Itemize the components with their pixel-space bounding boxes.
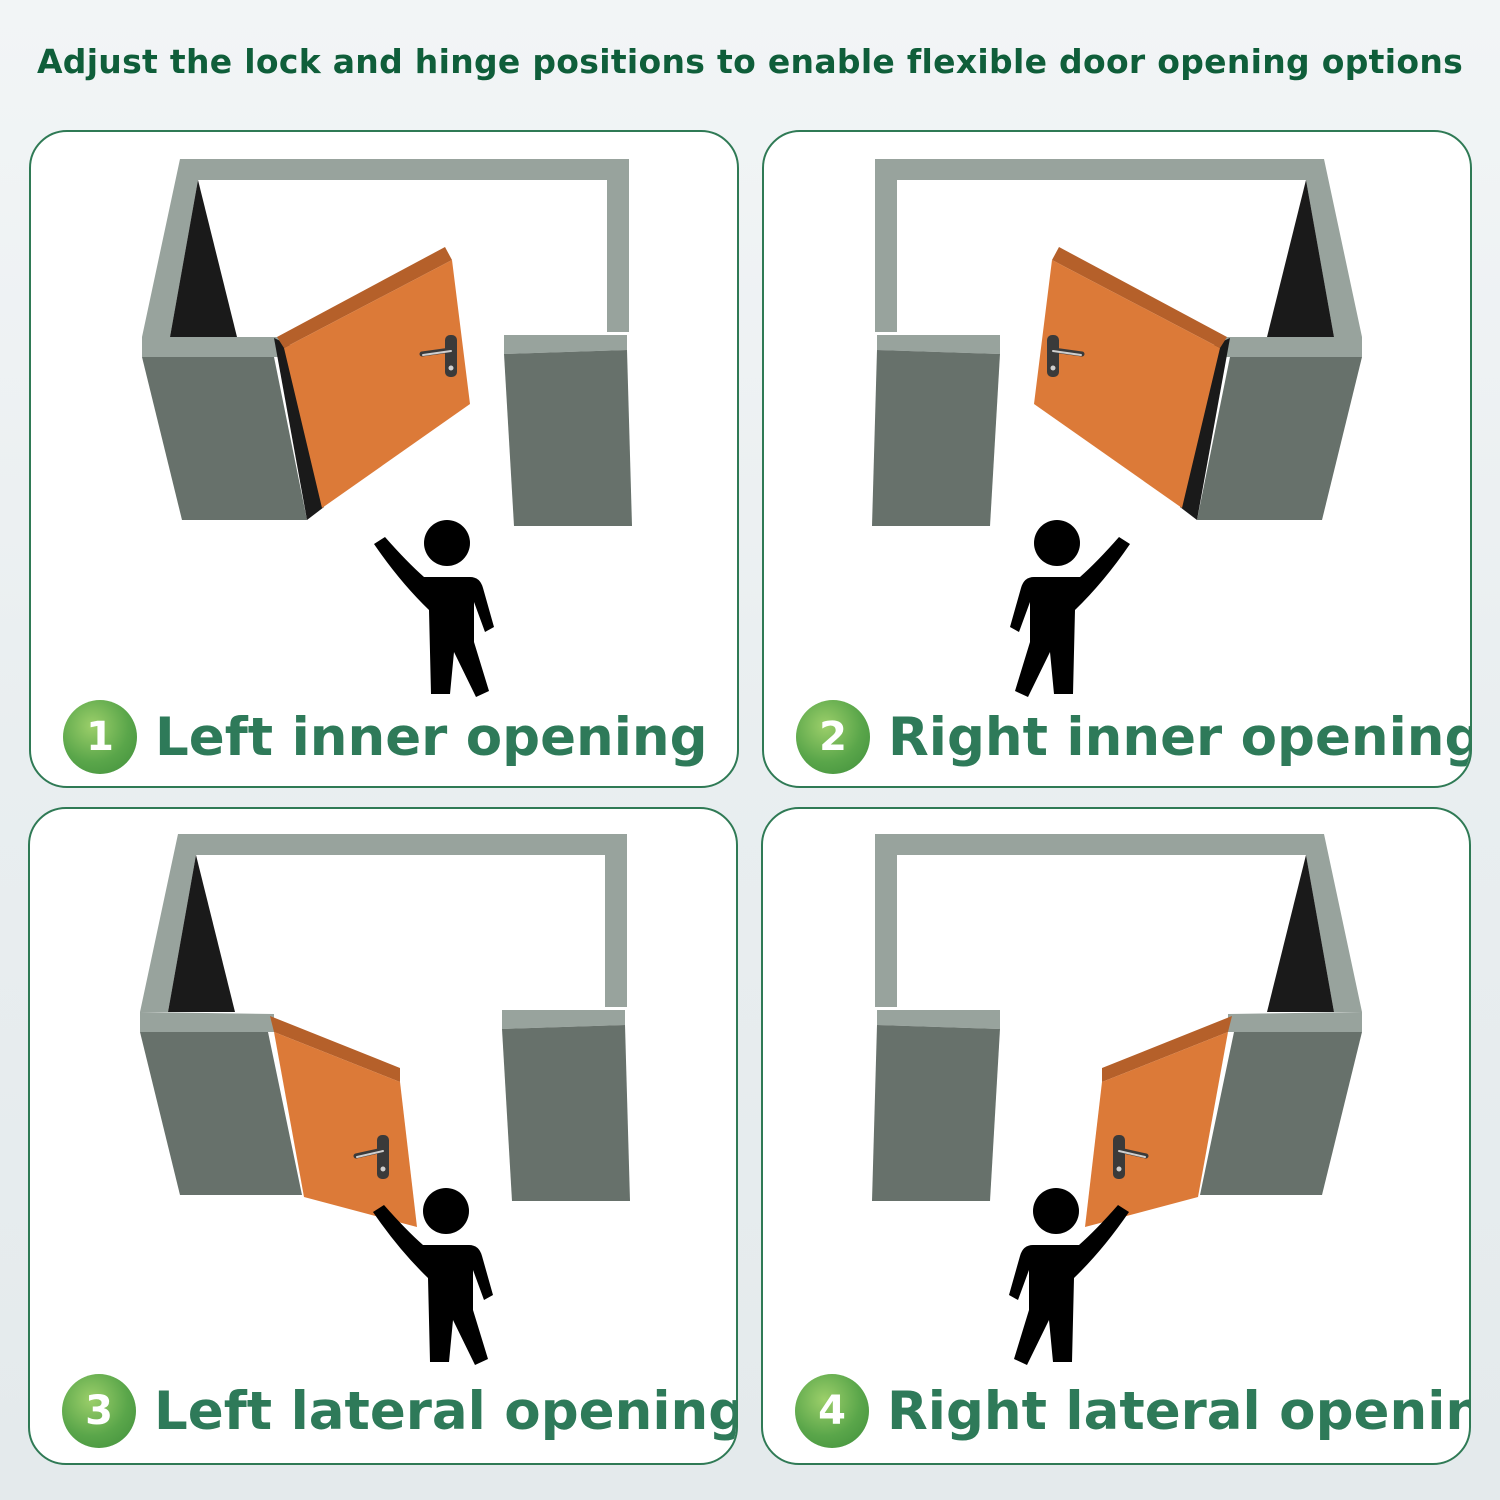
right-wall — [872, 350, 1000, 526]
door-panel — [1085, 1032, 1228, 1227]
panel-left-lateral: 3 Left lateral opening — [28, 807, 738, 1465]
panel-label: Left inner opening — [155, 706, 708, 768]
room-frame — [875, 834, 1362, 1012]
right-wall — [872, 1025, 1000, 1201]
number-badge: 2 — [796, 700, 870, 774]
frame-gap — [1267, 180, 1334, 337]
left-wall — [142, 357, 307, 520]
door-edge — [277, 247, 452, 348]
door-handle-icon — [1047, 335, 1085, 377]
room-frame — [142, 159, 629, 337]
left-wall-top — [1224, 337, 1362, 357]
panel-label-row: 2 Right inner opening — [796, 700, 1472, 774]
hinge-gap — [274, 338, 324, 520]
room-frame — [140, 834, 627, 1012]
door-diagram-left-lateral — [140, 834, 630, 1365]
left-wall-top — [142, 337, 280, 357]
room-frame — [875, 159, 1362, 337]
panel-label: Right lateral opening — [887, 1380, 1471, 1442]
number-badge: 3 — [62, 1374, 136, 1448]
panel-label-row: 3 Left lateral opening — [62, 1374, 738, 1448]
page-title: Adjust the lock and hinge positions to e… — [36, 42, 1464, 81]
door-edge — [1102, 1016, 1232, 1082]
left-wall — [1200, 1032, 1362, 1195]
right-wall-top — [504, 335, 627, 354]
number-badge: 1 — [63, 700, 137, 774]
frame-gap — [170, 180, 237, 337]
right-wall — [502, 1025, 630, 1201]
person-icon — [374, 520, 494, 697]
door-edge — [270, 1016, 400, 1082]
right-wall-top — [877, 335, 1000, 354]
frame-gap — [168, 855, 235, 1012]
panel-right-lateral: 4 Right lateral opening — [761, 807, 1471, 1465]
panel-label: Left lateral opening — [154, 1380, 738, 1442]
panel-label-row: 4 Right lateral opening — [795, 1374, 1471, 1448]
door-panel — [284, 260, 470, 508]
panel-label-row: 1 Left inner opening — [63, 700, 708, 774]
door-handle-icon — [1113, 1135, 1149, 1179]
number-badge: 4 — [795, 1374, 869, 1448]
right-wall — [504, 350, 632, 526]
left-wall — [1197, 357, 1362, 520]
left-wall-top — [140, 1012, 274, 1032]
left-wall — [140, 1032, 302, 1195]
frame-gap — [1267, 855, 1334, 1012]
door-panel — [1034, 260, 1220, 508]
door-diagram-right-lateral — [872, 834, 1362, 1365]
hinge-gap — [1180, 338, 1230, 520]
panel-right-inner: 2 Right inner opening — [762, 130, 1472, 788]
door-handle-icon — [353, 1135, 389, 1179]
door-diagram-right-inner — [872, 159, 1362, 697]
person-icon — [1010, 520, 1130, 697]
right-wall-top — [502, 1010, 625, 1029]
left-wall-top — [1228, 1012, 1362, 1032]
door-handle-icon — [419, 335, 457, 377]
person-icon — [1009, 1188, 1129, 1365]
door-diagram-left-inner — [142, 159, 632, 697]
person-icon — [373, 1188, 493, 1365]
door-edge — [1052, 247, 1227, 348]
door-panel — [274, 1032, 417, 1227]
right-wall-top — [877, 1010, 1000, 1029]
panel-label: Right inner opening — [888, 706, 1472, 768]
panel-left-inner: 1 Left inner opening — [29, 130, 739, 788]
